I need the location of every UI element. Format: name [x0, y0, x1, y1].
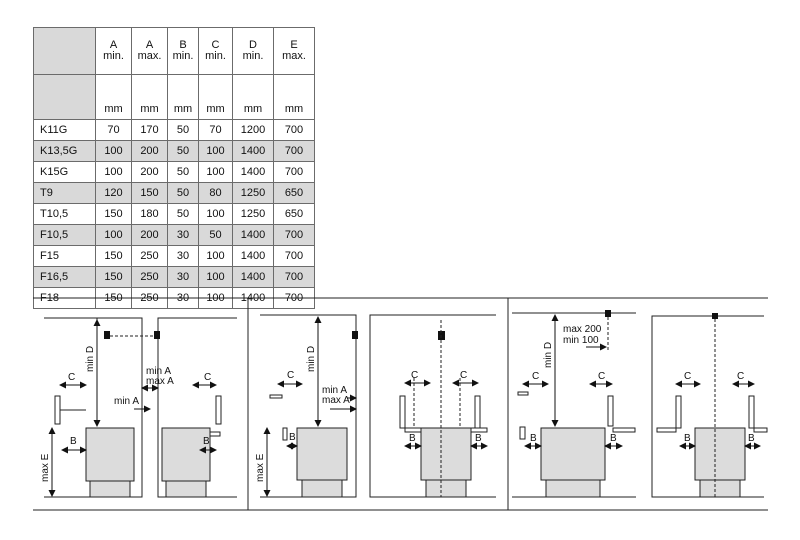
label-c: C [411, 370, 418, 381]
heater-front-view [656, 395, 768, 498]
value-cell: 150 [95, 203, 132, 225]
value-cell: 150 [131, 182, 168, 204]
label-max-e: max E [40, 453, 51, 482]
label-min-a: min A [114, 396, 139, 407]
heater-front-view [161, 395, 222, 498]
label-min-d: min D [543, 342, 554, 368]
model-cell: K15G [33, 161, 96, 183]
value-cell: 700 [273, 266, 315, 288]
sensor-marker [154, 331, 160, 339]
label-c: C [68, 372, 75, 383]
table-units-row: mm mm mm mm mm mm [33, 74, 315, 120]
label-c: C [532, 371, 539, 382]
model-cell: K13,5G [33, 140, 96, 162]
label-b: B [530, 433, 537, 444]
value-cell: 70 [198, 119, 233, 141]
label-min-d: min D [85, 346, 96, 372]
heater-side-view [517, 391, 636, 498]
value-cell: 700 [273, 161, 315, 183]
label-max-e: max E [255, 453, 266, 482]
model-cell: T10,5 [33, 203, 96, 225]
sensor-marker [104, 331, 110, 339]
model-cell: F10,5 [33, 224, 96, 246]
value-cell: 700 [273, 119, 315, 141]
table-row: F16,5 150 250 30 100 1400 700 [33, 266, 315, 288]
value-cell: 250 [131, 245, 168, 267]
value-cell: 1400 [232, 266, 274, 288]
unit-cell: mm [95, 74, 132, 120]
diagram-frame [33, 297, 768, 511]
sensor-marker [352, 331, 358, 339]
label-b: B [289, 432, 296, 443]
value-cell: 120 [95, 182, 132, 204]
value-cell: 1400 [232, 140, 274, 162]
diagram-f-series: min D max 200 min 100 C C B B C C B B [512, 310, 768, 498]
label-b: B [475, 433, 482, 444]
label-b: B [684, 433, 691, 444]
label-max-a: max A [146, 376, 174, 387]
label-c: C [684, 371, 691, 382]
value-cell: 100 [198, 140, 233, 162]
label-b: B [409, 433, 416, 444]
label-b: B [203, 436, 210, 447]
value-cell: 70 [95, 119, 132, 141]
value-cell: 50 [198, 224, 233, 246]
label-c: C [204, 372, 211, 383]
unit-cell: mm [232, 74, 274, 120]
label-c: C [287, 370, 294, 381]
diagram-k-series: min D max E C B min A min A max A C B [40, 317, 237, 498]
model-cell: T9 [33, 182, 96, 204]
heater-front-view [399, 395, 488, 498]
unit-cell: mm [198, 74, 233, 120]
label-b: B [748, 433, 755, 444]
diagram-t-series: min D max E C B min A max A C C B B [255, 314, 496, 498]
label-c: C [460, 370, 467, 381]
value-cell: 650 [273, 182, 315, 204]
units-corner-cell [33, 74, 96, 120]
sensor-marker [712, 313, 718, 319]
heater-side-view [269, 394, 348, 498]
table-row: K13,5G 100 200 50 100 1400 700 [33, 140, 315, 162]
value-cell: 30 [167, 224, 199, 246]
label-min-d: min D [306, 346, 317, 372]
table-corner-cell [33, 27, 96, 75]
table-row: F15 150 250 30 100 1400 700 [33, 245, 315, 267]
value-cell: 50 [167, 203, 199, 225]
label-c: C [737, 371, 744, 382]
unit-cell: mm [131, 74, 168, 120]
label-max-200: max 200 [563, 324, 602, 335]
value-cell: 700 [273, 224, 315, 246]
label-min-100: min 100 [563, 335, 599, 346]
label-c: C [598, 371, 605, 382]
value-cell: 200 [131, 161, 168, 183]
table-row: K11G 70 170 50 70 1200 700 [33, 119, 315, 141]
label-max-a: max A [322, 395, 350, 406]
unit-cell: mm [273, 74, 315, 120]
value-cell: 30 [167, 245, 199, 267]
model-cell: F16,5 [33, 266, 96, 288]
label-b: B [70, 436, 77, 447]
sensor-marker [605, 310, 611, 317]
label-min-a: min A [146, 366, 171, 377]
label-b: B [610, 433, 617, 444]
label-min-a: min A [322, 385, 347, 396]
value-cell: 100 [198, 266, 233, 288]
value-cell: 30 [167, 266, 199, 288]
heater-side-view [54, 395, 135, 498]
